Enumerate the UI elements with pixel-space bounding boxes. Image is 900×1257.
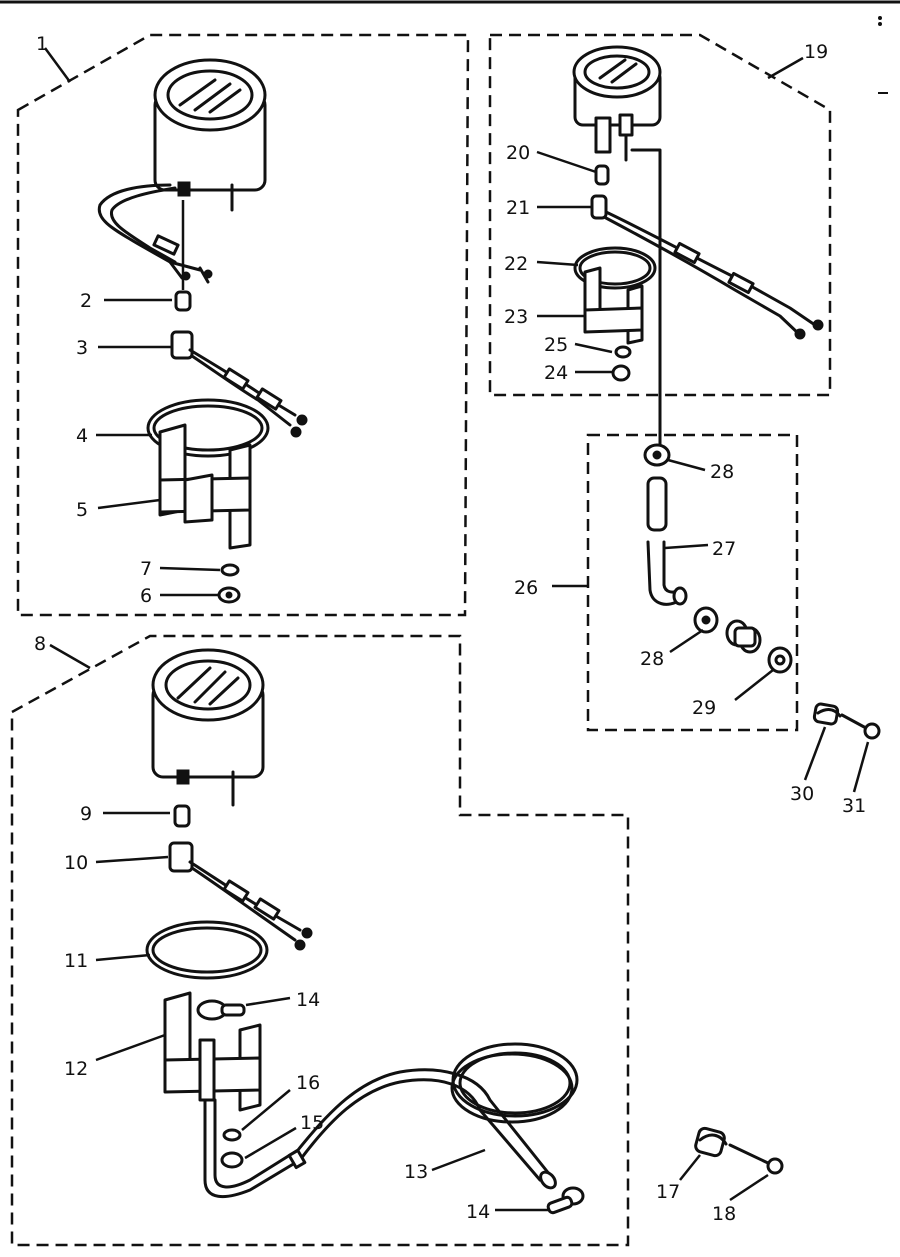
callout-26: 26 [514,577,538,599]
callout-23: 23 [504,306,528,328]
callout-16: 16 [296,1072,320,1094]
leader-5 [97,498,161,510]
callout-30: 30 [790,783,814,805]
callout-11: 11 [64,950,88,972]
callout-13: 13 [404,1161,428,1183]
group-1-outline [16,33,470,617]
callout-25: 25 [544,334,568,356]
leader-28a [667,458,706,472]
part-9-bulb-socket [173,804,191,828]
group-8-outline [10,634,630,1247]
part-12-bracket [163,991,262,1112]
leader-14a [245,996,291,1007]
part-25-washer [614,345,632,359]
leader-18 [729,1173,769,1202]
part-6-nut [217,586,241,604]
part-28-nut-bottom [693,606,719,634]
leader-19 [767,56,804,80]
callout-31: 31 [842,795,866,817]
callout-14-bottom: 14 [466,1201,490,1223]
part-4-ring [146,398,270,458]
callout-10: 10 [64,852,88,874]
leader-13 [431,1148,486,1172]
callout-28-top: 28 [710,461,734,483]
part-fitting [725,619,762,654]
part-30-clamp [812,702,842,726]
callout-5: 5 [76,499,88,521]
callout-7: 7 [140,558,152,580]
callout-6: 6 [140,585,152,607]
callout-9: 9 [80,803,92,825]
callout-28-bottom: 28 [640,648,664,670]
callout-19: 19 [804,41,828,63]
leader-10 [95,855,169,864]
leader-31 [852,741,870,793]
gauge-8 [151,648,265,807]
sender-tube-connection [630,148,662,447]
callout-2: 2 [80,290,92,312]
part-16-washer [222,1128,242,1142]
part-20-bulb-socket [594,164,610,186]
part-17-clamp [694,1126,728,1158]
part-22-ring [573,246,657,290]
callout-20: 20 [506,142,530,164]
part-31-screw [840,713,881,740]
callout-8: 8 [34,633,46,655]
leader-15 [244,1126,297,1160]
leader-7 [159,566,221,572]
part-24-nut [611,364,631,382]
callout-29: 29 [692,697,716,719]
part-18-screw [728,1143,784,1175]
group-19-outline [488,33,832,397]
part-23-bracket [583,266,644,345]
callout-22: 22 [504,253,528,275]
part-15-nut [220,1151,244,1169]
leader-11 [95,953,151,962]
leader-8 [49,643,91,670]
part-13-sensor-cable [203,1042,579,1199]
part-28-nut-top [643,443,671,467]
leader-30 [803,726,827,781]
part-14-clip-bottom [546,1186,585,1215]
part-7-washer [220,563,240,577]
part-3-lamp-harness [170,330,308,438]
leader-12 [95,1033,166,1062]
leader-22 [536,260,579,267]
leader-29 [734,669,774,701]
callout-17: 17 [656,1181,680,1203]
part-11-ring [145,920,269,980]
callout-24: 24 [544,362,568,384]
part-2-bulb-socket [174,290,192,312]
leader-20 [536,150,597,174]
edge-mark-dot [878,22,882,26]
callout-1: 1 [36,33,48,55]
part-5-bracket [158,423,252,550]
callout-15: 15 [300,1112,324,1134]
part-10-lamp-harness [168,841,313,951]
callout-14-top: 14 [296,989,320,1011]
leader-27 [664,543,709,550]
callout-18: 18 [712,1203,736,1225]
group-26-outline [586,433,799,732]
part-27-hose-elbow [646,540,688,606]
gauge-1 [97,58,267,284]
callout-27: 27 [712,538,736,560]
leader-25 [574,342,613,354]
leader-16 [241,1089,291,1131]
part-21-lamp-harness [590,194,824,340]
callout-12: 12 [64,1058,88,1080]
part-hose-upper [646,476,668,532]
gauge-19 [572,45,662,162]
callout-21: 21 [506,197,530,219]
part-29-washer [767,646,793,674]
callout-4: 4 [76,425,88,447]
callout-3: 3 [76,337,88,359]
leader-28b [669,628,704,654]
leader-1 [43,47,72,83]
leader-17 [679,1154,701,1181]
part-14-clip-top [196,999,246,1021]
edge-mark-dot [878,16,882,20]
